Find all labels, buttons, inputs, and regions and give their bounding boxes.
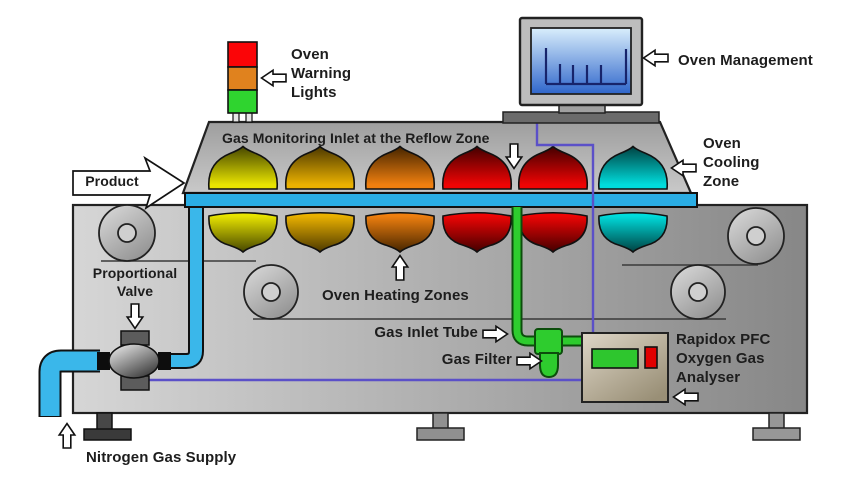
product-arrow bbox=[72, 155, 186, 211]
zone-dome-lower-1 bbox=[208, 211, 278, 254]
leg-foot bbox=[83, 428, 132, 441]
zone-dome-upper-2 bbox=[284, 145, 356, 190]
valve-right-coupling bbox=[158, 352, 171, 370]
leg-stem bbox=[432, 412, 449, 430]
valve-outlet-pipe bbox=[158, 201, 204, 369]
product-label: Product bbox=[85, 173, 139, 189]
zone-dome-lower-2 bbox=[285, 211, 355, 254]
warning-light-green bbox=[227, 89, 258, 114]
warning-light-red bbox=[227, 41, 258, 68]
right-arrow-icon bbox=[482, 324, 509, 344]
valve-top-port bbox=[120, 330, 150, 346]
analyser-display bbox=[591, 348, 639, 369]
left-arrow-icon bbox=[670, 158, 697, 178]
reflow-profile-graph bbox=[544, 48, 628, 86]
leg-stem bbox=[96, 412, 113, 431]
zone-dome-upper-1 bbox=[207, 145, 279, 190]
gas-inlet-tube-label: Gas Inlet Tube bbox=[374, 324, 478, 341]
proportional-valve bbox=[97, 330, 171, 391]
zone-dome-upper-5 bbox=[517, 145, 589, 190]
left-arrow-icon bbox=[672, 387, 699, 407]
zone-dome-lower-3 bbox=[365, 211, 435, 254]
nitrogen-gas-supply-label: Nitrogen Gas Supply bbox=[86, 449, 237, 466]
up-arrow-icon bbox=[390, 254, 410, 281]
gas-filter-label: Gas Filter bbox=[441, 351, 512, 368]
warning-light-amber bbox=[227, 66, 258, 91]
zone-dome-lower-4 bbox=[442, 211, 512, 254]
oven-legs bbox=[83, 412, 801, 441]
monitor-wire bbox=[535, 122, 595, 333]
gas-filter-bulb bbox=[539, 352, 559, 379]
left-arrow-icon bbox=[642, 48, 669, 68]
oven-zones-upper bbox=[207, 145, 669, 190]
down-arrow-icon bbox=[504, 143, 524, 170]
oven-management-label: Oven Management bbox=[678, 52, 813, 69]
analyser-button bbox=[644, 346, 658, 369]
zone-dome-upper-4 bbox=[441, 145, 513, 190]
zone-dome-lower-6 bbox=[598, 211, 668, 254]
proportional-valve-label: Proportional Valve bbox=[92, 265, 178, 299]
oven-warning-lights-label: Oven Warning Lights bbox=[291, 46, 352, 102]
left-arrow-icon bbox=[260, 68, 287, 88]
nitrogen-pipe bbox=[38, 349, 100, 417]
analyser-label: Rapidox PFC Oxygen Gas Analyser bbox=[676, 331, 771, 387]
gas-monitoring-inlet-label: Gas Monitoring Inlet at the Reflow Zone bbox=[222, 130, 490, 146]
conveyor-belt bbox=[184, 192, 698, 208]
roller-hub bbox=[117, 223, 137, 243]
gas-inlet-tube bbox=[511, 207, 583, 347]
roller-hub bbox=[688, 282, 708, 302]
conveyor-rollers bbox=[98, 204, 785, 320]
leg-stem bbox=[768, 412, 785, 430]
roller-hub bbox=[261, 282, 281, 302]
valve-left-coupling bbox=[97, 352, 110, 370]
gas-filter-fitting bbox=[534, 328, 563, 355]
oxygen-analyser bbox=[581, 332, 669, 403]
warning-light-stack bbox=[227, 41, 258, 123]
zone-dome-lower-5 bbox=[518, 211, 588, 254]
valve-body bbox=[108, 343, 160, 379]
oven-cooling-zone-label: Oven Cooling Zone bbox=[703, 135, 760, 191]
right-arrow-icon bbox=[516, 351, 543, 371]
down-arrow-icon bbox=[125, 303, 145, 330]
oven-heating-zones-label: Oven Heating Zones bbox=[322, 287, 469, 304]
up-arrow-icon bbox=[57, 422, 77, 449]
management-computer bbox=[502, 16, 660, 124]
zone-dome-upper-6 bbox=[597, 145, 669, 190]
roller-hub bbox=[746, 226, 766, 246]
leg-foot bbox=[416, 427, 465, 441]
leg-foot bbox=[752, 427, 801, 441]
callout-arrows bbox=[57, 48, 699, 449]
zone-dome-upper-3 bbox=[364, 145, 436, 190]
oven-zones-lower bbox=[208, 211, 668, 254]
